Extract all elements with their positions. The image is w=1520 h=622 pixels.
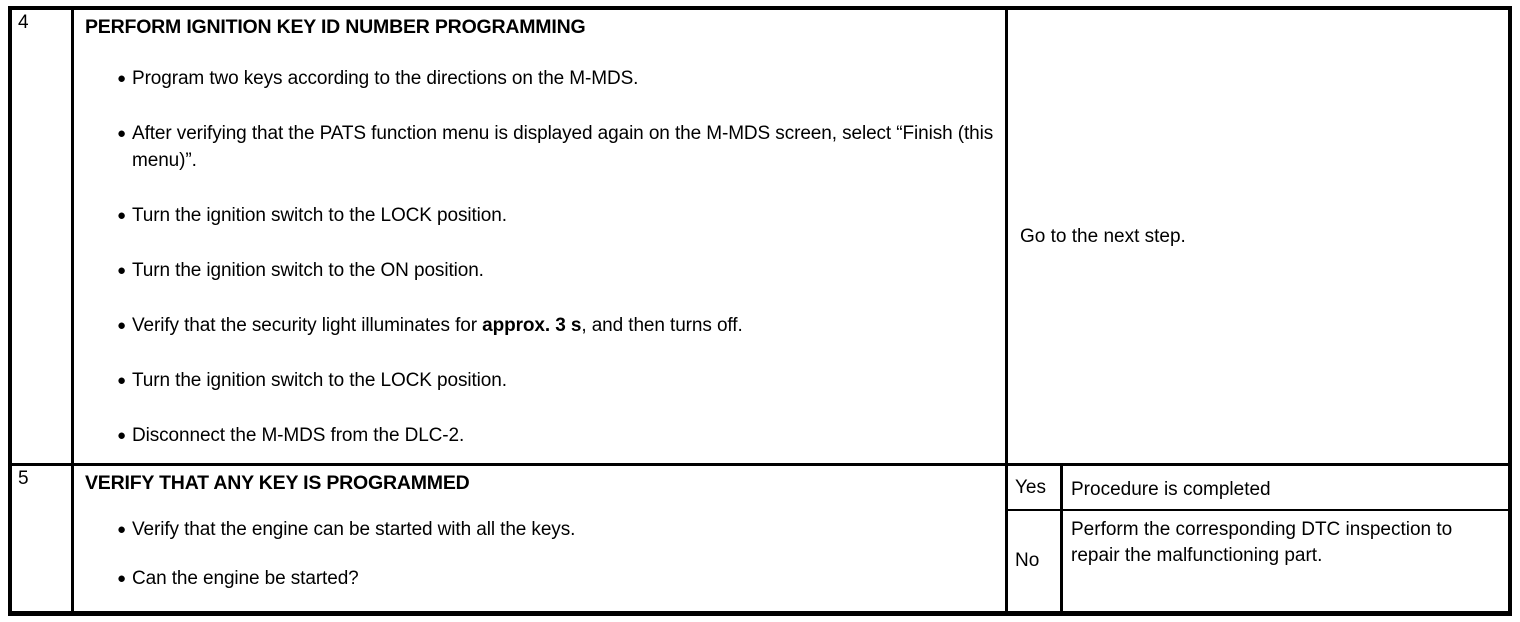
list-item: ● Verify that the security light illumin… xyxy=(84,312,995,339)
bullet-icon: ● xyxy=(117,427,126,444)
list-item-text: Can the engine be started? xyxy=(132,568,359,589)
bullet-icon: ● xyxy=(117,317,126,334)
list-item: ● Can the engine be started? xyxy=(84,565,995,592)
step-title: VERIFY THAT ANY KEY IS PROGRAMMED xyxy=(85,472,470,494)
bullet-icon: ● xyxy=(117,372,126,389)
list-item: ● Turn the ignition switch to the ON pos… xyxy=(84,257,995,284)
branch-label-no: No xyxy=(1008,511,1063,611)
result-branch-no: No Perform the corresponding DTC inspect… xyxy=(1008,511,1508,611)
step-action-cell: VERIFY THAT ANY KEY IS PROGRAMMED ● Veri… xyxy=(74,466,1008,613)
result-branch-yes: Yes Procedure is completed xyxy=(1008,466,1508,511)
branch-text-no-value: Perform the corresponding DTC inspection… xyxy=(1071,519,1453,566)
branch-text-no: Perform the corresponding DTC inspection… xyxy=(1063,511,1508,611)
table-row: 5 VERIFY THAT ANY KEY IS PROGRAMMED ● Ve… xyxy=(12,466,1508,613)
bullet-icon: ● xyxy=(117,262,126,279)
step-number-cell: 5 xyxy=(12,466,74,613)
list-item-emphasis: approx. 3 s xyxy=(482,315,582,336)
list-item-text: Turn the ignition switch to the ON posit… xyxy=(132,260,484,281)
bullet-icon: ● xyxy=(117,207,126,224)
bullet-icon: ● xyxy=(117,570,126,587)
list-item: ● Turn the ignition switch to the LOCK p… xyxy=(84,202,995,229)
bullet-icon: ● xyxy=(117,125,126,142)
list-item: ● Turn the ignition switch to the LOCK p… xyxy=(84,367,995,394)
list-item: ● Verify that the engine can be started … xyxy=(84,516,995,543)
list-item: ● After verifying that the PATS function… xyxy=(84,120,995,174)
step-result-cell: Go to the next step. xyxy=(1008,10,1508,463)
branch-label-yes: Yes xyxy=(1008,466,1063,509)
list-item-text-tail: , and then turns off. xyxy=(581,315,743,336)
step-number: 5 xyxy=(18,468,29,489)
list-item-text: Program two keys according to the direct… xyxy=(132,68,639,89)
list-item-text: Turn the ignition switch to the LOCK pos… xyxy=(132,370,507,391)
diagnostic-procedure-table: 4 PERFORM IGNITION KEY ID NUMBER PROGRAM… xyxy=(8,6,1512,616)
list-item-text: Disconnect the M-MDS from the DLC-2. xyxy=(132,425,465,446)
step-number: 4 xyxy=(18,12,29,33)
step-number-cell: 4 xyxy=(12,10,74,463)
result-text: Go to the next step. xyxy=(1020,225,1186,247)
bullet-icon: ● xyxy=(117,70,126,87)
list-item-text-lead: Verify that the security light illuminat… xyxy=(132,315,483,336)
list-item: ● Disconnect the M-MDS from the DLC-2. xyxy=(84,422,995,449)
step-bullet-list: ● Verify that the engine can be started … xyxy=(84,516,995,592)
list-item-text: After verifying that the PATS function m… xyxy=(132,123,994,171)
step-action-cell: PERFORM IGNITION KEY ID NUMBER PROGRAMMI… xyxy=(74,10,1008,463)
table-row: 4 PERFORM IGNITION KEY ID NUMBER PROGRAM… xyxy=(12,10,1508,466)
bullet-icon: ● xyxy=(117,521,126,538)
list-item: ● Program two keys according to the dire… xyxy=(84,65,995,92)
branch-text-yes: Procedure is completed xyxy=(1071,478,1271,500)
step-title: PERFORM IGNITION KEY ID NUMBER PROGRAMMI… xyxy=(85,16,586,38)
step-result-cell: Yes Procedure is completed No Perform th… xyxy=(1008,466,1508,613)
list-item-text: Verify that the security light illuminat… xyxy=(132,315,743,336)
step-bullet-list: ● Program two keys according to the dire… xyxy=(84,65,995,449)
list-item-text: Verify that the engine can be started wi… xyxy=(132,519,576,540)
list-item-text: Turn the ignition switch to the LOCK pos… xyxy=(132,205,507,226)
